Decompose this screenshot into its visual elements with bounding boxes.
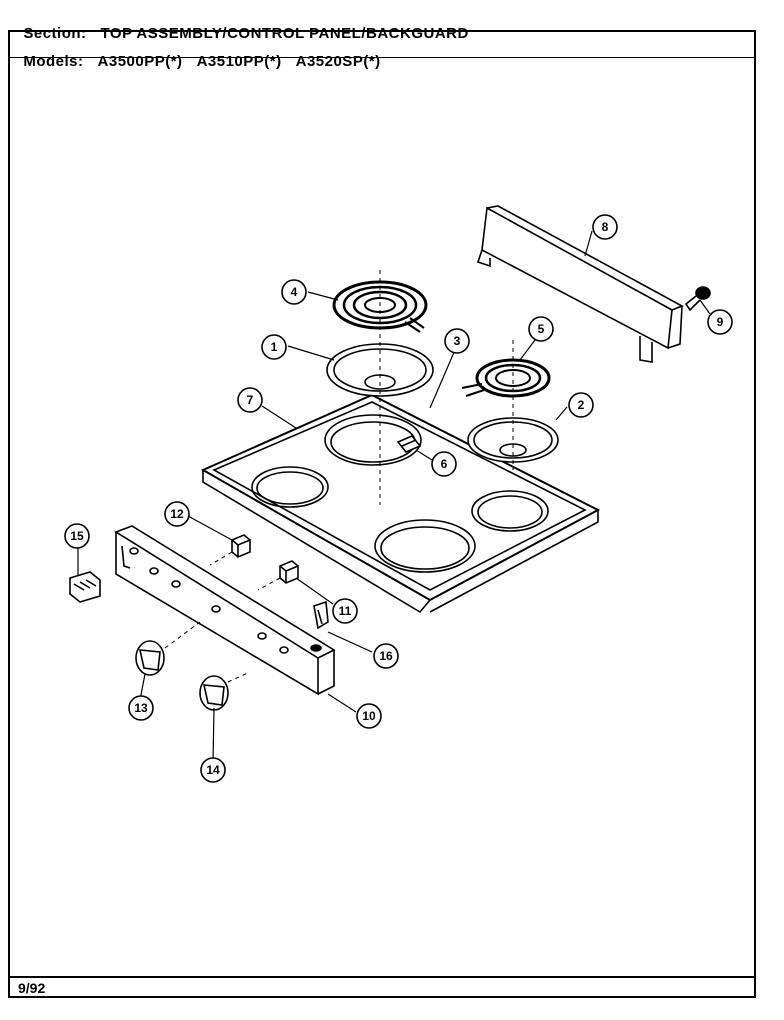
callout-1: 1 [261,334,287,360]
callout-12: 12 [164,501,190,527]
svg-text:2: 2 [578,398,585,412]
models-label: Models: [23,53,84,70]
svg-text:16: 16 [379,649,393,663]
svg-text:3: 3 [454,334,461,348]
callout-16: 16 [373,643,399,669]
svg-text:9: 9 [717,315,724,329]
callout-6: 6 [431,451,457,477]
element-receptacle [396,435,422,453]
models-divider [8,57,756,58]
svg-text:6: 6 [441,457,448,471]
terminal-block [69,571,101,603]
section-label: Section: [23,25,87,42]
backguard [476,205,684,363]
callout-9: 9 [707,309,733,335]
callout-2: 2 [568,392,594,418]
callout-7: 7 [237,387,263,413]
diagram-frame [8,30,756,998]
svg-text:10: 10 [362,709,376,723]
assembly-lines [164,270,514,683]
model-number: A3510PP(*) [196,53,282,70]
svg-text:7: 7 [247,393,254,407]
callout-14: 14 [200,757,226,783]
callout-3: 3 [444,328,470,354]
svg-text:4: 4 [291,285,298,299]
svg-text:1: 1 [271,340,278,354]
control-panel [114,525,336,696]
control-knob [135,640,165,676]
svg-text:5: 5 [538,322,545,336]
svg-text:8: 8 [602,220,609,234]
svg-text:12: 12 [170,507,184,521]
backguard-knob [684,286,711,312]
svg-text:15: 15 [70,529,84,543]
infinite-switch [231,534,251,558]
models-header: Models: A3500PP(*) A3510PP(*) A3520SP(*) [14,36,395,70]
callout-11: 11 [332,598,358,624]
callout-8: 8 [592,214,618,240]
callout-4: 4 [281,279,307,305]
svg-text:11: 11 [339,604,352,618]
svg-text:13: 13 [134,701,148,715]
control-knob [199,675,229,711]
callout-10: 10 [356,703,382,729]
infinite-switch [279,560,299,584]
footer-divider [8,976,756,978]
section-title: TOP ASSEMBLY/CONTROL PANEL/BACKGUARD [100,25,469,42]
callout-5: 5 [528,316,554,342]
revision-date: 9/92 [18,980,46,996]
section-header: Section: TOP ASSEMBLY/CONTROL PANEL/BACKG… [14,8,469,42]
callout-13: 13 [128,695,154,721]
svg-text:14: 14 [206,763,220,777]
surface-element-small [461,358,551,398]
model-number: A3520SP(*) [295,53,381,70]
leader-lines [77,230,711,763]
signal-light [313,600,329,630]
callout-15: 15 [64,523,90,549]
model-number: A3500PP(*) [97,53,183,70]
